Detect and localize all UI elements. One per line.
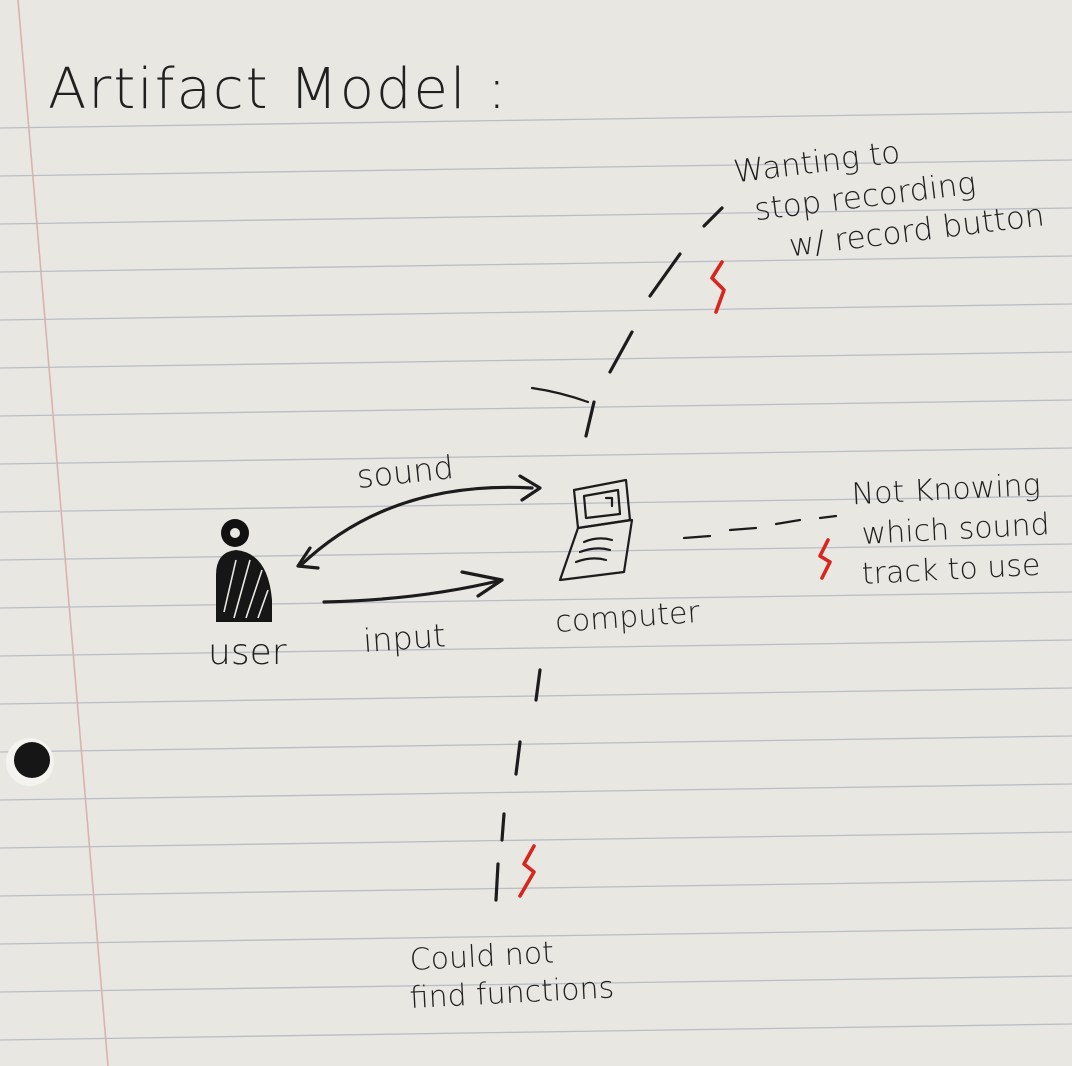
right-breakdown-line-3: track to use — [861, 548, 1041, 592]
bottom-breakdown-note: Could not find functions — [409, 935, 615, 1016]
user-icon — [216, 519, 272, 622]
top-breakdown-note: Wanting to stop recording w/ record butt… — [732, 134, 1047, 264]
bottom-breakdown-line-2: find functions — [409, 970, 615, 1016]
top-breakdown-bolt — [710, 260, 726, 314]
user-label: user — [208, 632, 287, 673]
bottom-breakdown-bolt — [518, 844, 536, 898]
page-title: Artifact Model : — [48, 57, 508, 122]
computer-label: computer — [554, 595, 701, 640]
sound-arrow — [296, 474, 542, 570]
top-dashed-connector — [530, 206, 724, 438]
sound-label: sound — [355, 448, 456, 496]
input-arrow — [322, 570, 504, 604]
computer-icon — [558, 478, 634, 582]
input-label: input — [362, 616, 447, 660]
right-breakdown-note: Not Knowing which sound track to use — [851, 468, 1051, 592]
bottom-dashed-connector — [494, 668, 542, 902]
right-breakdown-line-1: Not Knowing — [851, 468, 1042, 513]
right-breakdown-bolt — [818, 538, 832, 580]
punch-hole — [6, 738, 54, 786]
bottom-breakdown-line-1: Could not — [409, 935, 555, 978]
right-dashed-connector — [682, 514, 838, 540]
